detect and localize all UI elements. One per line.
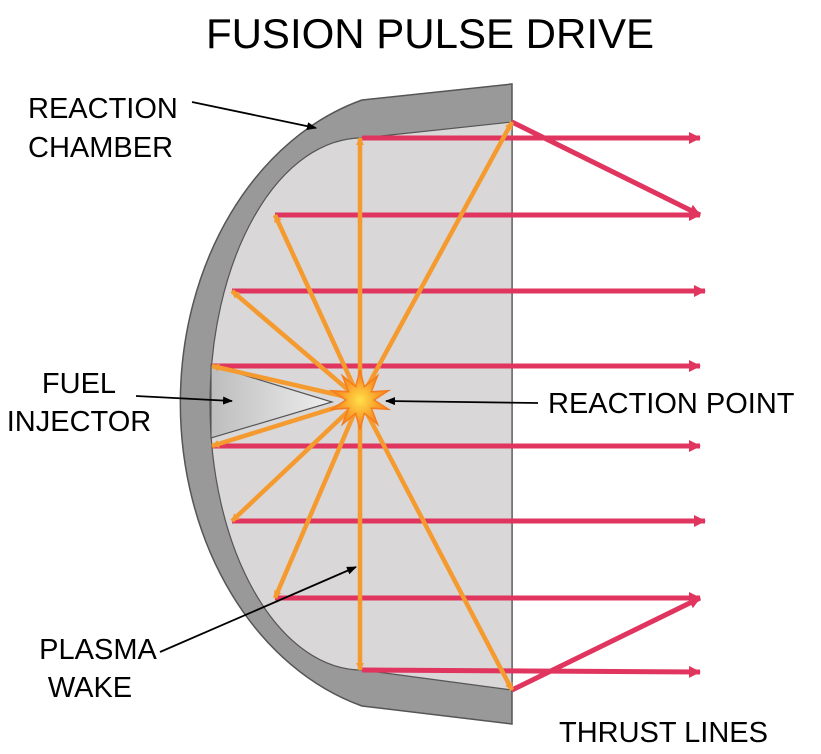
plasma-ray: [358, 398, 514, 692]
fuel-injector-nozzle: [210, 364, 335, 439]
fuel-injector-label-line1: FUEL: [42, 368, 116, 400]
thrust-line: [361, 665, 701, 678]
plasma-ray: [272, 399, 363, 599]
plasma-ray: [272, 214, 363, 401]
thrust-line: [510, 119, 702, 218]
reaction-chamber-pointer: [191, 101, 317, 131]
reaction-chamber-label-line1: REACTION: [28, 93, 178, 125]
reaction-point-burst: [328, 369, 392, 431]
fuel-injector-label-line2: INJECTOR: [7, 406, 151, 438]
fuel-injector-pointer: [135, 395, 233, 405]
diagram-title: FUSION PULSE DRIVE: [206, 10, 654, 57]
thrust-line: [510, 595, 702, 693]
plasma-ray: [230, 289, 362, 402]
plasma-ray: [230, 398, 362, 523]
label-pointers: [135, 101, 539, 653]
reaction-point-label: REACTION POINT: [548, 388, 795, 420]
thrust-lines-label: THRUST LINES: [559, 717, 768, 749]
reaction-chamber-label-line2: CHAMBER: [28, 132, 173, 164]
reaction-point-pointer: [385, 397, 539, 406]
plasma-ray: [211, 363, 361, 403]
plasma-wake-label-line2: WAKE: [48, 672, 132, 704]
plasma-ray: [358, 120, 514, 402]
thrust-lines-group: [212, 119, 706, 693]
plasma-wake-label-line1: PLASMA: [39, 634, 157, 666]
plasma-rays-group: [211, 120, 514, 692]
plasma-wake-pointer: [159, 566, 357, 653]
